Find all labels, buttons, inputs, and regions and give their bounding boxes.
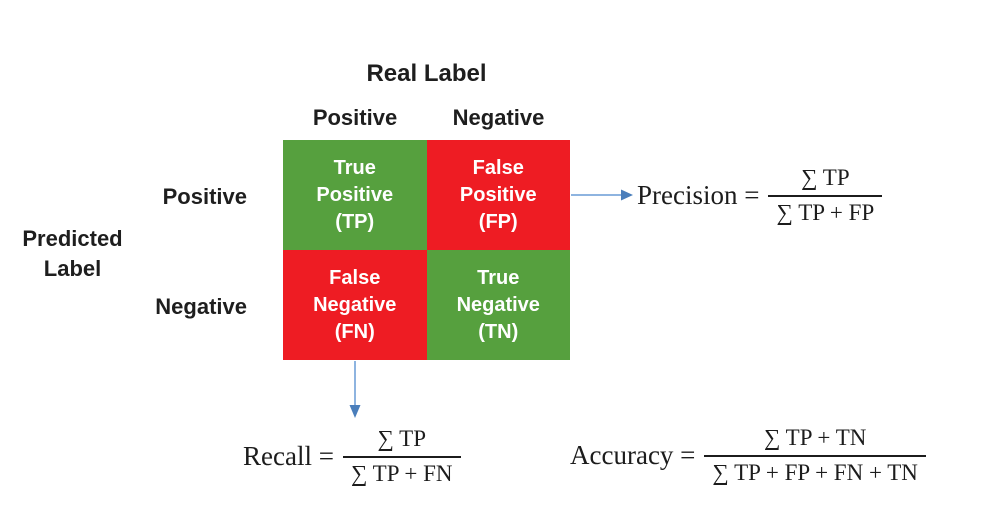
cell-line: False <box>329 266 381 289</box>
cell-line: (FP) <box>478 210 518 233</box>
recall-formula: Recall = ∑ TP ∑ TP + FN <box>243 416 461 496</box>
recall-denominator: ∑ TP + FN <box>350 460 453 486</box>
real-label-title: Real Label <box>366 60 487 87</box>
precision-formula: Precision = ∑ TP ∑ TP + FP <box>637 155 883 235</box>
accuracy-numerator: ∑ TP + TN <box>704 425 926 457</box>
cell-false-negative: False Negative (FN) <box>283 250 427 360</box>
arrow-head <box>621 189 633 201</box>
cell-line: Positive <box>316 183 394 206</box>
recall-fraction: ∑ TP ∑ TP + FN <box>342 426 461 487</box>
cell-line: Negative <box>313 293 397 316</box>
cell-line: True <box>477 266 520 289</box>
cell-true-negative: True Negative (TN) <box>426 250 570 360</box>
cell-line: False <box>472 156 524 179</box>
cell-true-positive: True Positive (TP) <box>283 140 427 250</box>
precision-arrow-icon <box>571 189 633 201</box>
row-header-positive: Positive <box>162 184 247 209</box>
col-header-negative: Negative <box>452 105 545 130</box>
accuracy-formula: Accuracy = ∑ TP + TN ∑ TP + FP + FN + TN <box>570 415 926 495</box>
precision-formula-label: Precision = <box>637 179 760 210</box>
row-header-negative: Negative <box>155 294 247 319</box>
recall-formula-label: Recall = <box>243 440 334 471</box>
precision-fraction: ∑ TP ∑ TP + FP <box>768 165 883 226</box>
predicted-label-line2: Label <box>43 256 102 281</box>
accuracy-denominator: ∑ TP + FP + FN + TN <box>712 459 918 485</box>
col-header-positive: Positive <box>312 105 398 130</box>
cell-false-positive: False Positive (FP) <box>426 140 570 250</box>
accuracy-fraction: ∑ TP + TN ∑ TP + FP + FN + TN <box>704 425 926 486</box>
accuracy-formula-label: Accuracy = <box>570 439 696 470</box>
predicted-label-line1: Predicted <box>22 226 123 251</box>
arrow-head <box>349 405 361 418</box>
cell-line: Negative <box>456 293 540 316</box>
cell-line: (TN) <box>478 320 519 343</box>
cell-line: Positive <box>459 183 537 206</box>
recall-arrow-icon <box>349 361 361 418</box>
cell-line: (TP) <box>335 210 375 233</box>
matrix-grid: True Positive (TP) False Positive (FP) F… <box>283 140 570 360</box>
precision-denominator: ∑ TP + FP <box>776 199 875 225</box>
recall-numerator: ∑ TP <box>342 426 461 458</box>
cell-line: (FN) <box>334 320 375 343</box>
cell-line: True <box>333 156 376 179</box>
precision-numerator: ∑ TP <box>768 165 883 197</box>
predicted-label-title: Predicted Label <box>5 224 140 284</box>
